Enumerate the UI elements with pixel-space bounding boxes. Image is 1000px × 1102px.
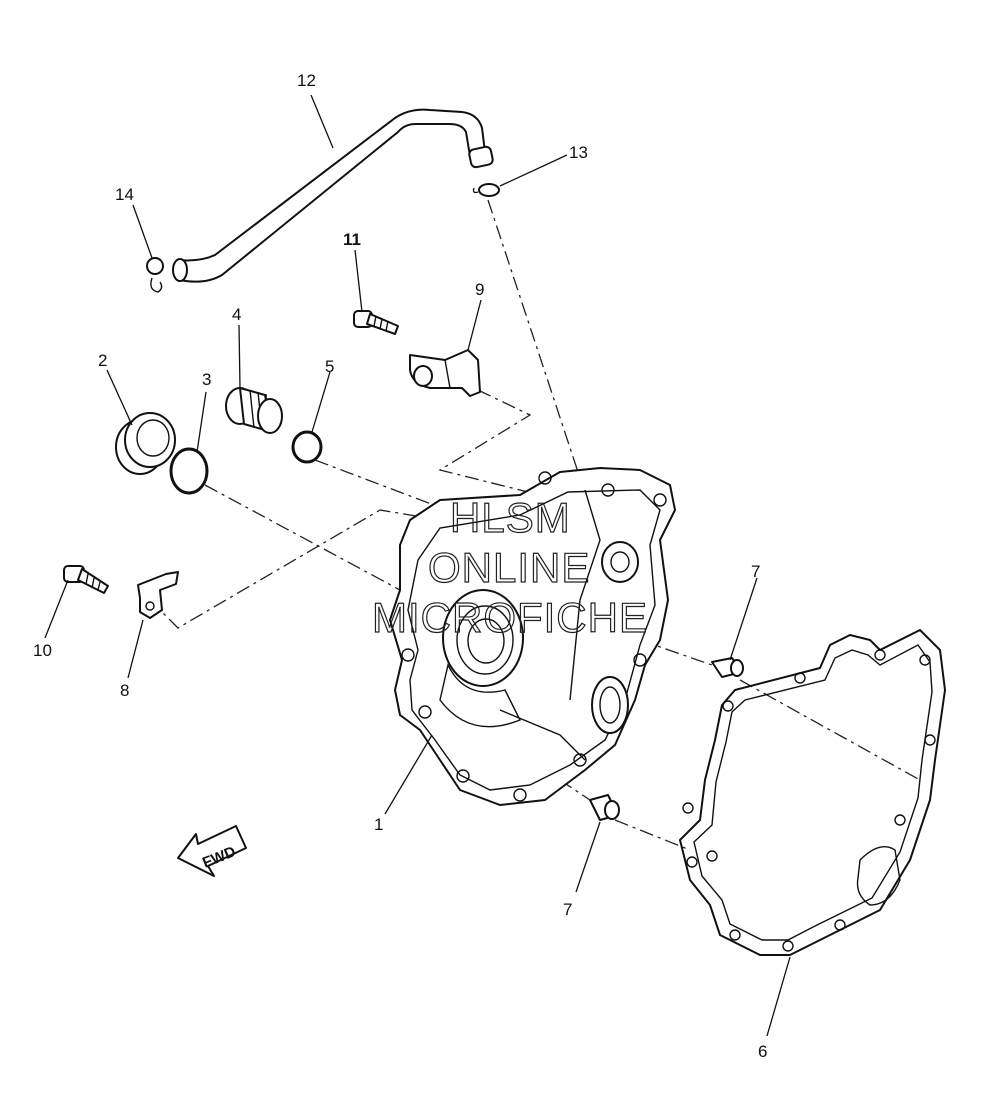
gasket[interactable] — [679, 629, 946, 956]
bolt-11[interactable] — [353, 310, 399, 335]
leader-lines — [44, 94, 791, 1037]
callout-6: 6 — [758, 1042, 767, 1061]
callout-4: 4 — [232, 305, 241, 324]
bracket-9[interactable] — [409, 349, 481, 397]
bolt-10[interactable] — [63, 565, 109, 594]
watermark: HLSM ONLINE MICROFICHE — [371, 493, 648, 641]
callout-5: 5 — [325, 357, 334, 376]
hose-clip-left[interactable] — [146, 257, 164, 293]
callout-9: 9 — [475, 280, 484, 299]
o-ring-large[interactable] — [169, 447, 209, 495]
callout-7-upper: 7 — [751, 562, 760, 581]
callout-13: 13 — [569, 143, 588, 162]
watermark-line-2: ONLINE — [428, 544, 590, 591]
callout-8: 8 — [120, 681, 129, 700]
hose-clip-right[interactable] — [472, 183, 500, 197]
clamp-8[interactable] — [137, 571, 179, 619]
callout-12: 12 — [297, 71, 316, 90]
dowel-pin-upper[interactable] — [711, 657, 744, 678]
callout-2: 2 — [98, 351, 107, 370]
callout-10: 10 — [33, 641, 52, 660]
callout-1: 1 — [374, 815, 383, 834]
callout-11: 11 — [343, 230, 361, 249]
o-ring-small[interactable] — [291, 430, 323, 464]
dowel-pin-lower[interactable] — [589, 794, 620, 821]
breather-hose[interactable] — [172, 108, 494, 283]
watermark-line-3: MICROFICHE — [372, 594, 648, 641]
callout-numbers: 1 2 3 4 5 6 7 7 8 9 10 11 12 13 14 — [33, 71, 767, 1061]
crankcase-cover[interactable] — [389, 467, 676, 806]
callout-3: 3 — [202, 370, 211, 389]
callout-14: 14 — [115, 185, 134, 204]
forward-direction-arrow: FWD — [177, 825, 247, 877]
plug-cap[interactable] — [115, 412, 176, 475]
watermark-line-1: HLSM — [450, 494, 571, 541]
callout-7-lower: 7 — [563, 900, 572, 919]
threaded-plug[interactable] — [225, 387, 283, 434]
